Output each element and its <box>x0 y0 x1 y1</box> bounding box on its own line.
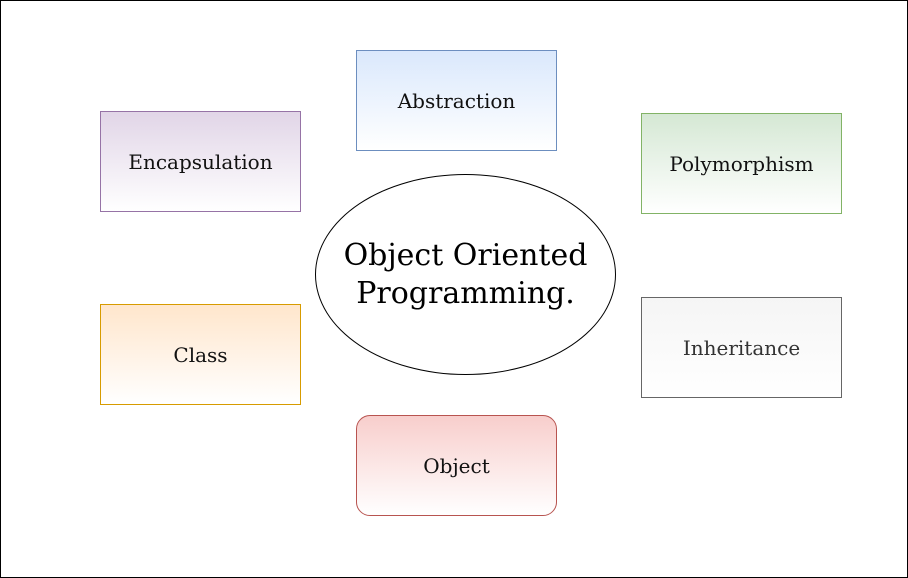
node-inheritance: Inheritance <box>641 297 842 398</box>
polymorphism-label: Polymorphism <box>669 151 814 176</box>
node-object: Object <box>356 415 557 516</box>
inheritance-label: Inheritance <box>682 335 801 360</box>
center-label: Object Oriented Programming. <box>343 237 588 311</box>
node-abstraction: Abstraction <box>356 50 557 151</box>
node-polymorphism: Polymorphism <box>641 113 842 214</box>
node-class: Class <box>100 304 301 405</box>
abstraction-label: Abstraction <box>397 88 516 113</box>
object-label: Object <box>423 453 490 478</box>
node-encapsulation: Encapsulation <box>100 111 301 212</box>
class-label: Class <box>173 342 228 367</box>
center-ellipse-oop: Object Oriented Programming. <box>315 174 616 375</box>
encapsulation-label: Encapsulation <box>128 149 273 174</box>
